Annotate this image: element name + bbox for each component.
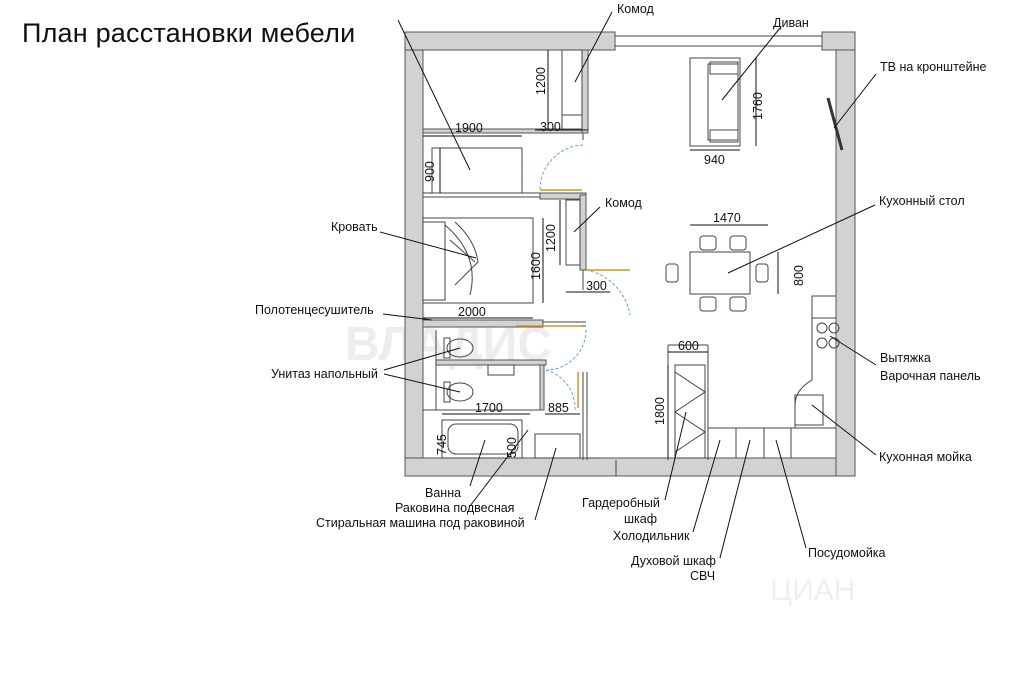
dim-300-mid: 300	[586, 279, 607, 293]
label-toilet: Унитаз напольный	[271, 367, 378, 381]
dim-1200-mid: 1200	[544, 224, 558, 252]
label-fridge: Холодильник	[613, 529, 690, 543]
label-wardrobe-line1: Гардеробный	[582, 496, 660, 510]
label-washer: Стиральная машина под раковиной	[316, 516, 525, 530]
dim-300-top: 300	[540, 120, 561, 134]
label-komod-mid: Комод	[605, 196, 643, 210]
label-washbasin: Раковина подвесная	[395, 501, 514, 515]
label-towel-dryer: Полотенцесушитель	[255, 303, 374, 317]
label-hood: Вытяжка	[880, 351, 931, 365]
label-wardrobe-line2: шкаф	[624, 512, 657, 526]
label-tv: ТВ на кронштейне	[880, 60, 986, 74]
dim-500: 500	[505, 437, 519, 458]
dim-1200-top: 1200	[534, 67, 548, 95]
furniture	[422, 49, 844, 459]
dim-2000: 2000	[458, 305, 486, 319]
doors	[516, 144, 631, 411]
dim-1800: 1800	[653, 397, 667, 425]
label-oven: Духовой шкаф	[631, 554, 716, 568]
watermark-corner: ЦИАН	[770, 574, 855, 607]
label-bath: Ванна	[425, 486, 461, 500]
label-divan: Диван	[773, 16, 809, 30]
dimension-lines	[423, 50, 779, 458]
dim-1470: 1470	[713, 211, 741, 225]
label-cooktop: Варочная панель	[880, 369, 981, 383]
label-microwave: СВЧ	[690, 569, 715, 583]
dim-745: 745	[435, 434, 449, 455]
label-kitchen-sink: Кухонная мойка	[879, 450, 972, 464]
dim-1900: 1900	[455, 121, 483, 135]
dim-800: 800	[792, 265, 806, 286]
dim-885: 885	[548, 401, 569, 415]
plan-title: План расстановки мебели	[22, 18, 356, 48]
dim-900: 900	[423, 161, 437, 182]
dim-1700: 1700	[475, 401, 503, 415]
leader-lines	[379, 11, 877, 559]
label-komod-top: Комод	[617, 2, 655, 16]
dim-1760: 1760	[751, 92, 765, 120]
label-kitchen-table: Кухонный стол	[879, 194, 965, 208]
label-dishwasher: Посудомойка	[808, 546, 886, 560]
label-bed: Кровать	[331, 220, 378, 234]
dim-600: 600	[678, 339, 699, 353]
dim-940: 940	[704, 153, 725, 167]
outer-walls	[404, 31, 856, 477]
dim-1600: 1600	[529, 252, 543, 280]
